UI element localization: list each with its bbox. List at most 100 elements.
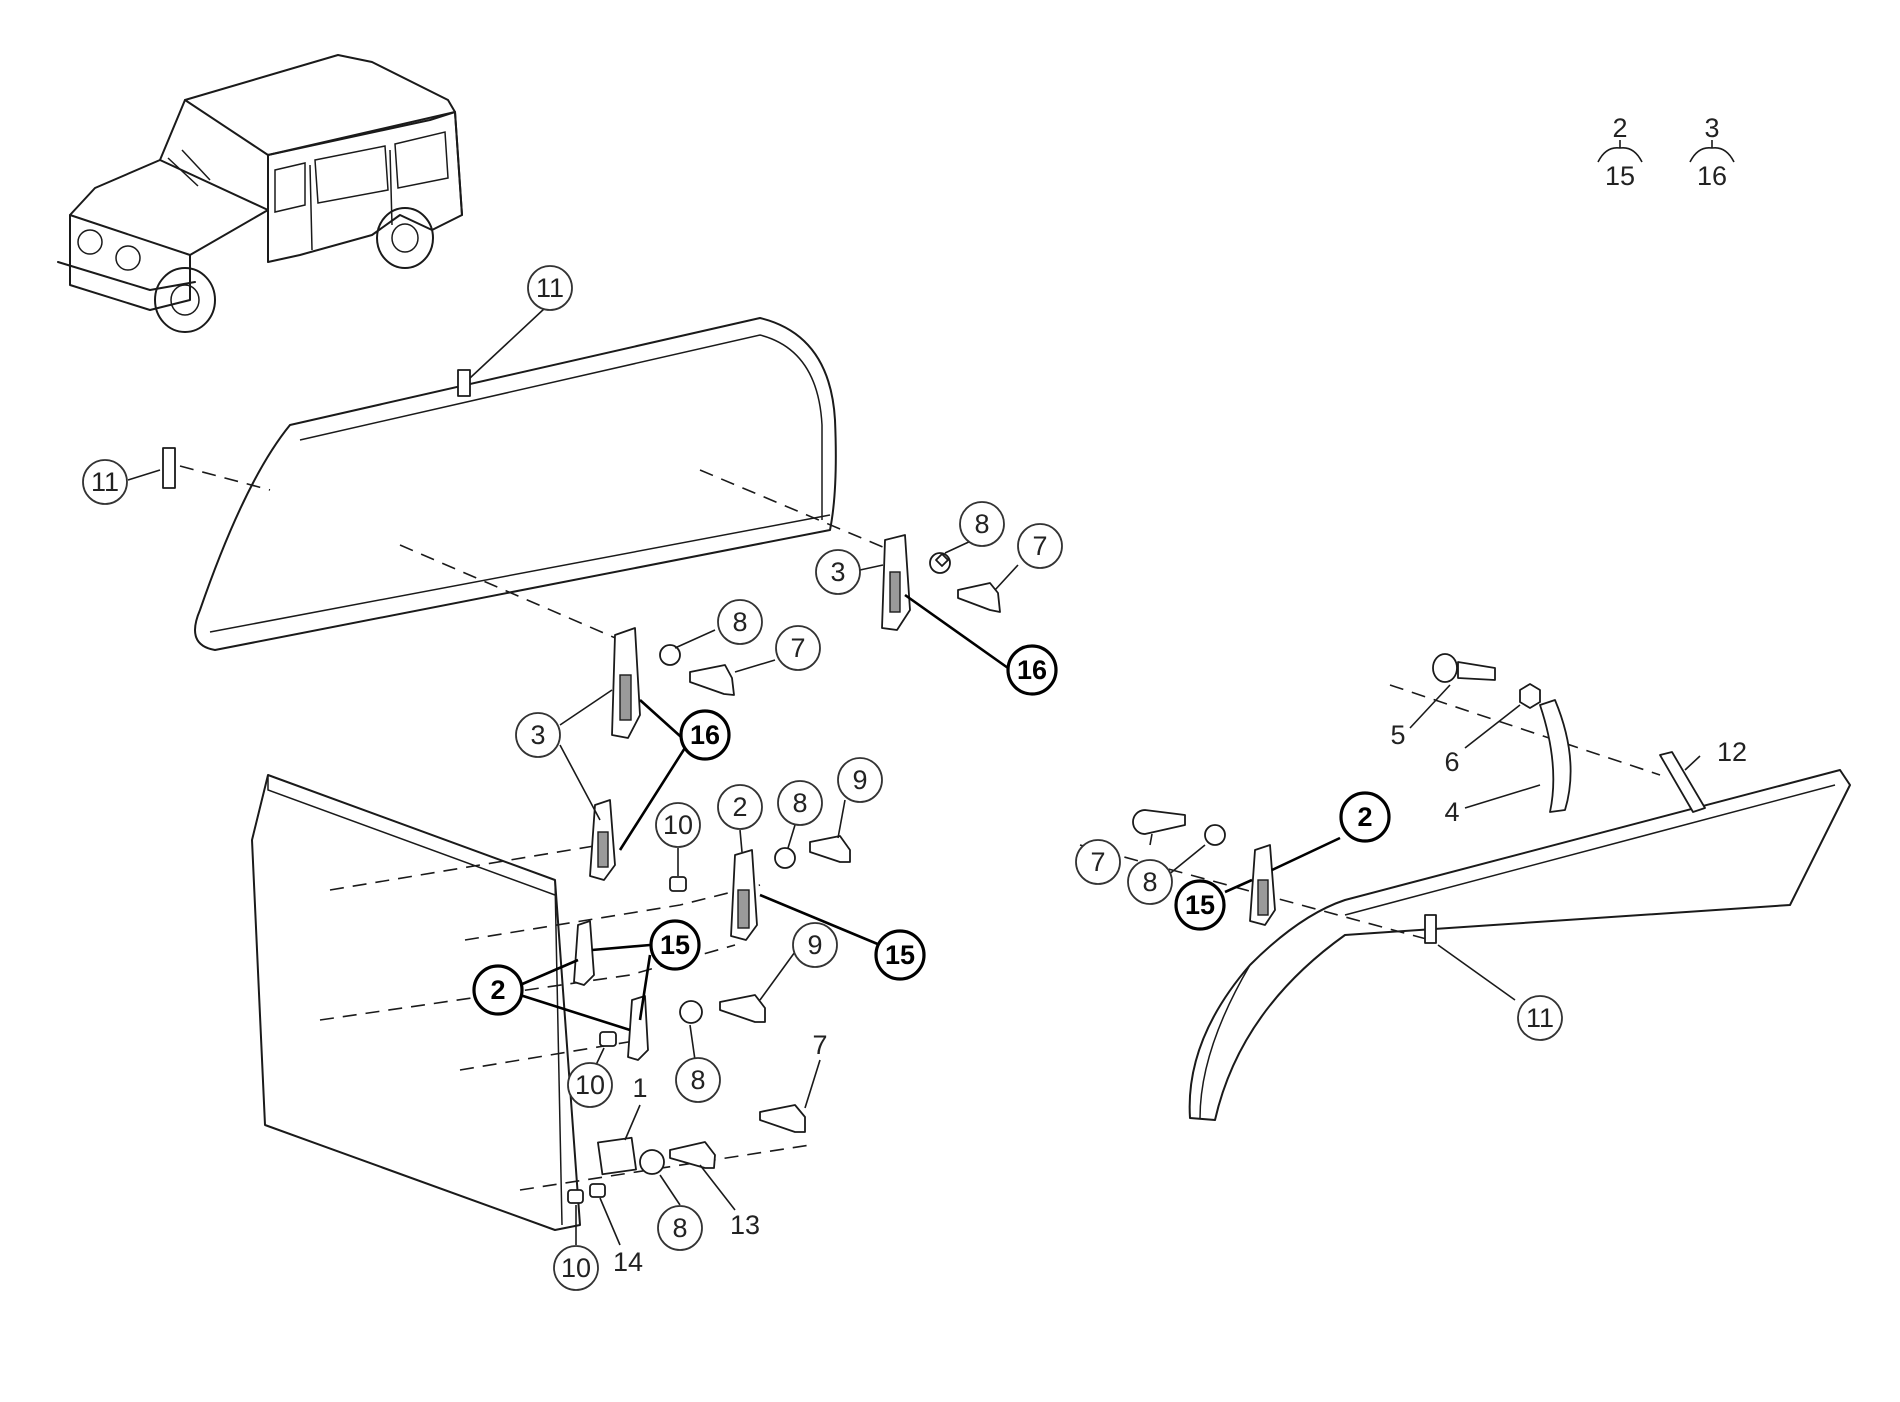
callout-spacer-mid[interactable]: 10 (567, 1062, 613, 1108)
center-washer (659, 644, 681, 666)
svg-text:11: 11 (536, 273, 564, 303)
panel-hinge-left (573, 920, 595, 986)
callout-lower-plate-upper-right[interactable]: 15 (874, 929, 926, 981)
callouts: 11 11 3 8 7 16 8 7 3 16 10 2 8 9 15 15 2… (82, 265, 1747, 1291)
svg-text:10: 10 (561, 1253, 591, 1283)
left-side-panel (251, 774, 581, 1231)
callout-right-rail[interactable]: 12 (1717, 737, 1747, 767)
bottom-spacer-left (567, 1189, 584, 1204)
callout-striker-plate[interactable]: 1 (632, 1073, 647, 1103)
callout-bottom-washer[interactable]: 8 (657, 1205, 703, 1251)
right-bracket (1539, 699, 1572, 813)
svg-text:9: 9 (807, 930, 822, 960)
callout-center-screw[interactable]: 7 (775, 625, 821, 671)
callout-right-bracket[interactable]: 4 (1444, 797, 1459, 827)
svg-text:3: 3 (530, 720, 545, 750)
callout-top-cover-tab[interactable]: 11 (527, 265, 573, 311)
vehicle-illustration (57, 54, 463, 333)
lower-washer-upper (774, 847, 796, 869)
callout-right-hinge[interactable]: 2 (1339, 791, 1391, 843)
svg-text:8: 8 (732, 607, 747, 637)
upper-right-screw (957, 582, 1001, 613)
legend-group-b-top: 3 (1704, 113, 1719, 143)
svg-text:11: 11 (91, 467, 119, 497)
callout-lower-hinge-upper[interactable]: 2 (717, 784, 763, 830)
upper-right-washer (929, 552, 951, 574)
leader-lines (127, 307, 1701, 1246)
callout-lower-hinge-left[interactable]: 2 (472, 964, 524, 1016)
svg-text:16: 16 (690, 720, 720, 750)
callout-upper-right-plate[interactable]: 16 (1006, 644, 1058, 696)
lower-washer-mid (679, 1000, 703, 1024)
svg-text:2: 2 (1357, 802, 1372, 832)
callout-bottom-screw-13[interactable]: 13 (730, 1210, 760, 1240)
callout-center-plate[interactable]: 16 (679, 709, 731, 761)
callout-bottom-spacer-left[interactable]: 10 (553, 1245, 599, 1291)
callout-lower-screw-upper[interactable]: 9 (837, 757, 883, 803)
svg-text:10: 10 (663, 810, 693, 840)
striker-plate (597, 1136, 637, 1176)
panel-hinge-right (627, 995, 649, 1061)
lower-screw-mid (719, 994, 766, 1023)
callout-bottom-spacer-right[interactable]: 14 (613, 1247, 643, 1277)
svg-text:2: 2 (490, 975, 505, 1005)
callout-right-nut[interactable]: 6 (1444, 747, 1459, 777)
top-cover-tab (457, 369, 471, 397)
svg-text:8: 8 (672, 1213, 687, 1243)
callout-upper-right-screw[interactable]: 7 (1017, 523, 1063, 569)
legend-group-b-bottom: 16 (1697, 161, 1727, 191)
callout-spacer-upper[interactable]: 10 (655, 802, 701, 848)
spacer-upper (669, 876, 687, 892)
svg-text:7: 7 (790, 633, 805, 663)
svg-text:8: 8 (974, 509, 989, 539)
legend: 2 15 3 16 (1597, 113, 1735, 191)
spacer-mid (599, 1031, 617, 1047)
top-cover-panel (162, 317, 837, 651)
callout-lower-washer-mid[interactable]: 8 (675, 1057, 721, 1103)
legend-group-a-bottom: 15 (1605, 161, 1635, 191)
callout-right-washer[interactable]: 8 (1127, 859, 1173, 905)
right-rail (1659, 751, 1706, 813)
bottom-washer (639, 1149, 665, 1175)
right-nut (1519, 683, 1541, 709)
svg-text:7: 7 (1032, 531, 1047, 561)
svg-text:11: 11 (1526, 1003, 1554, 1033)
right-side-panel (1132, 653, 1851, 1121)
callout-right-screw[interactable]: 7 (1075, 839, 1121, 885)
alignment-lines (179, 465, 1661, 1191)
bottom-screw (759, 1104, 806, 1133)
callout-right-bumper[interactable]: 5 (1390, 720, 1405, 750)
callout-center-hinge[interactable]: 3 (515, 712, 561, 758)
center-screw (689, 664, 735, 696)
right-screw (1132, 809, 1186, 835)
callout-lower-plate-left[interactable]: 15 (649, 919, 701, 971)
callout-lower-washer-upper[interactable]: 8 (777, 780, 823, 826)
left-tab (162, 447, 176, 489)
right-tab (1424, 914, 1437, 944)
callout-center-washer[interactable]: 8 (717, 599, 763, 645)
bottom-spacer-right (589, 1183, 606, 1198)
svg-text:3: 3 (830, 557, 845, 587)
svg-text:8: 8 (690, 1065, 705, 1095)
right-bumper (1432, 653, 1458, 683)
svg-text:15: 15 (660, 930, 690, 960)
callout-lower-screw-mid[interactable]: 9 (792, 922, 838, 968)
svg-text:8: 8 (792, 788, 807, 818)
svg-text:7: 7 (1090, 847, 1105, 877)
svg-text:2: 2 (732, 792, 747, 822)
svg-text:10: 10 (575, 1070, 605, 1100)
svg-text:15: 15 (1185, 890, 1215, 920)
callout-top-cover-left-tab[interactable]: 11 (82, 459, 128, 505)
callout-right-tab[interactable]: 11 (1517, 995, 1563, 1041)
svg-text:16: 16 (1017, 655, 1047, 685)
callout-upper-right-washer[interactable]: 8 (959, 501, 1005, 547)
callout-bottom-screw[interactable]: 7 (812, 1030, 827, 1060)
lower-screw-upper (809, 835, 851, 863)
legend-group-a-top: 2 (1612, 113, 1627, 143)
callout-right-plate[interactable]: 15 (1174, 879, 1226, 931)
svg-text:8: 8 (1142, 867, 1157, 897)
callout-upper-right-hinge[interactable]: 3 (815, 549, 861, 595)
svg-text:9: 9 (852, 765, 867, 795)
svg-text:15: 15 (885, 940, 915, 970)
